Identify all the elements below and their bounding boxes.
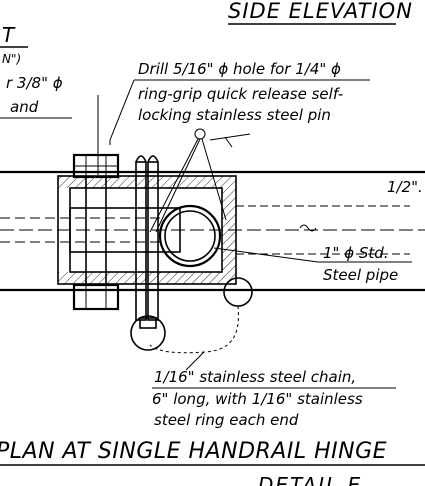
pipe-note-line1: 1" ϕ Std. [323,244,389,262]
hinge-bracket-hatch-top [58,176,236,188]
chain-note-line2: 6" long, with 1/16" stainless [152,390,363,408]
detail-heading: DETAIL E [258,473,362,486]
left-note-line3: r 3/8" ϕ [6,74,63,92]
left-note-line2: N") [2,52,21,66]
drill-callout-circle [194,128,206,140]
pin-left [135,161,147,321]
left-note-line1: T [2,23,16,47]
drill-note-line1: Drill 5/16" ϕ hole for 1/4" ϕ [138,60,341,78]
chain-note-line3: steel ring each end [154,411,299,429]
chain-ring-right [223,277,253,307]
steel-pipe-inner [164,210,216,262]
pipe-leader [213,247,319,263]
chain-leader [185,351,205,371]
chain-note-line1: 1/16" stainless steel chain, [154,368,356,386]
dim-note: 1/2". [387,178,423,196]
steel-pipe-outer [158,204,222,268]
hinge-bracket-hatch-bottom [58,272,236,284]
bolt-nut-bottom [72,283,120,311]
left-note-line4: and [10,98,39,116]
bolt-shank [85,176,107,286]
pin-right [147,161,159,321]
drill-note-line3: locking stainless steel pin [138,106,331,124]
pipe-note-line2: Steel pipe [323,266,398,284]
drill-leader [109,79,135,141]
lock-pin-head [130,315,166,351]
plan-heading: PLAN AT SINGLE HANDRAIL HINGE [0,439,387,464]
drill-note-line2: ring-grip quick release self- [138,85,343,103]
side-elevation-heading: SIDE ELEVATION [228,0,413,23]
